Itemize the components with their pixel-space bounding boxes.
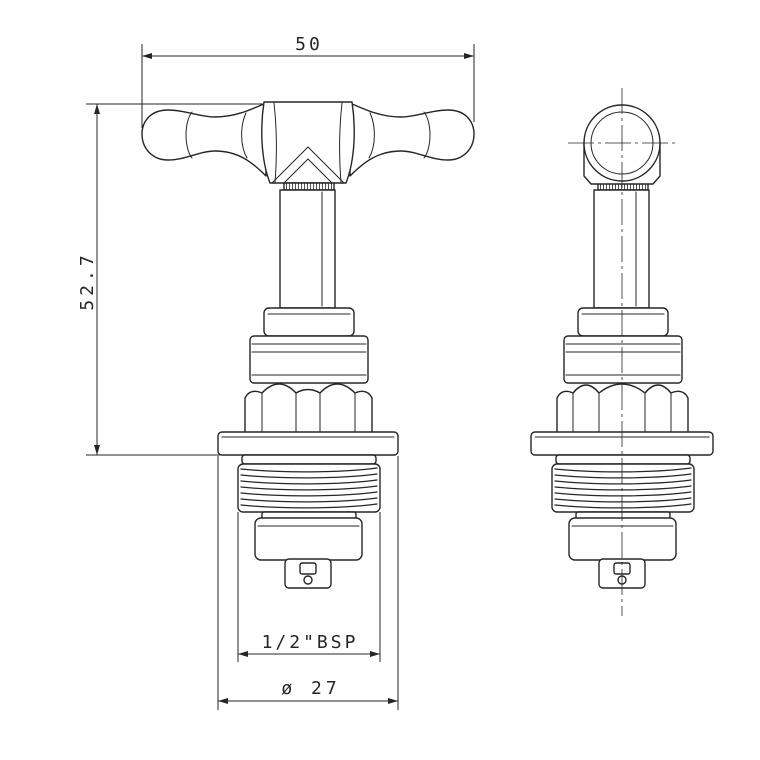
dimensions: 50 52.7 1/2"BSP ø 27 — [77, 34, 475, 710]
diameter-label: ø 27 — [281, 678, 340, 699]
side-thread-line — [554, 473, 692, 479]
bonnet — [249, 335, 369, 384]
hub-chevron — [283, 158, 333, 184]
right-lever — [349, 102, 475, 177]
thread-line — [240, 503, 378, 509]
thread-line — [240, 479, 378, 485]
knurled-ring — [283, 182, 335, 191]
side-thread-line — [554, 467, 692, 473]
side-thread-line — [554, 497, 692, 503]
valve-body-side — [530, 182, 714, 589]
valve-body-front — [217, 182, 399, 589]
thread-label: 1/2"BSP — [262, 632, 359, 653]
collar — [263, 307, 355, 337]
front-view — [141, 101, 475, 589]
side-thread-line — [554, 479, 692, 485]
thread-line — [240, 473, 378, 479]
hub-facet — [273, 102, 277, 184]
hub-chevron — [271, 146, 345, 184]
thread-line — [240, 467, 378, 473]
left-lever-facet — [185, 111, 193, 159]
left-lever-facet — [241, 112, 248, 159]
jumper-bolt-head — [303, 575, 313, 585]
spindle — [279, 189, 336, 309]
thread-line — [240, 485, 378, 491]
left-lever — [141, 102, 267, 177]
hex-nut — [244, 383, 373, 434]
right-lever-facet — [423, 111, 431, 159]
washer-holder — [254, 517, 363, 561]
hub-facet — [339, 102, 343, 184]
jumper-bolt — [299, 562, 317, 575]
height-label: 52.7 — [77, 251, 98, 310]
handle-front — [141, 101, 475, 184]
side-collar — [577, 307, 669, 337]
thread-neck — [241, 454, 377, 465]
side-thread-neck — [555, 454, 691, 465]
side-view — [530, 88, 714, 616]
side-hex-nut — [556, 383, 689, 434]
flange — [217, 431, 399, 456]
handle-hub — [261, 101, 355, 184]
right-lever-facet — [368, 112, 375, 159]
side-bonnet — [563, 335, 683, 384]
width-label: 50 — [295, 34, 323, 55]
side-washer-holder — [568, 517, 677, 561]
side-thread-line — [554, 485, 692, 491]
thread-line — [240, 497, 378, 503]
side-spindle — [593, 189, 650, 309]
side-thread-line — [554, 491, 692, 497]
thread-line — [240, 491, 378, 497]
side-thread-line — [554, 503, 692, 509]
